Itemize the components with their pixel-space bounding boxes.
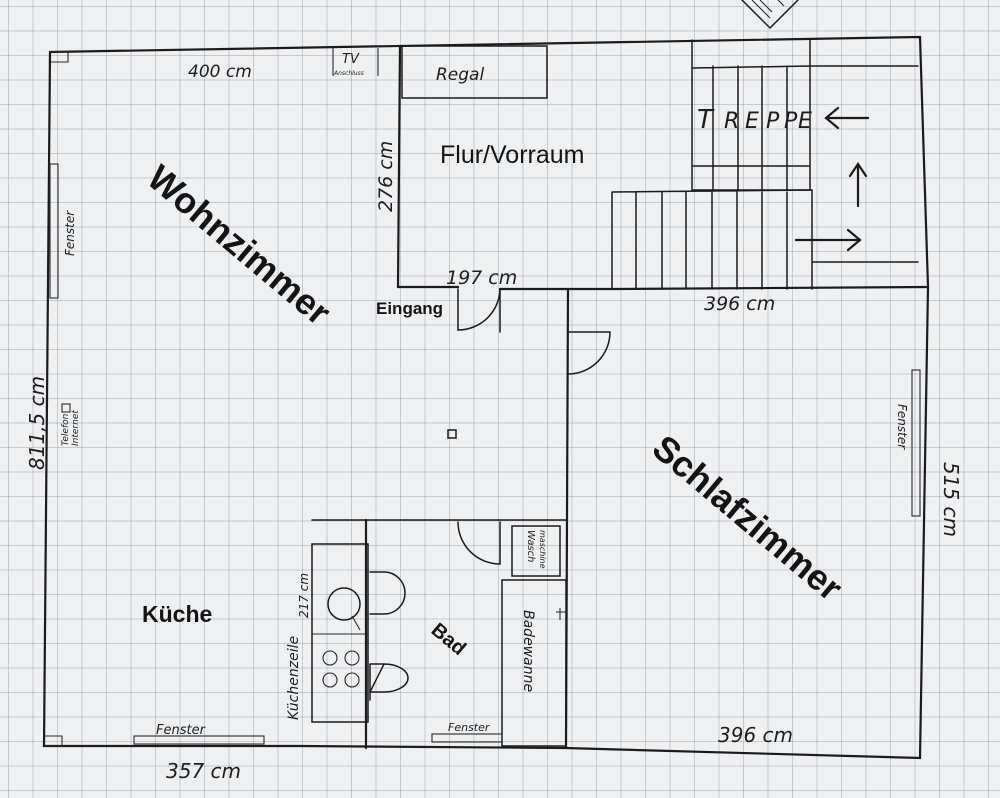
- label-treppe-p2: P: [784, 109, 798, 134]
- cooktop-burner: [344, 650, 360, 666]
- fenster-wohnzimmer-left: [49, 163, 59, 299]
- label-treppe-e: E: [745, 109, 759, 134]
- arrow-left-icon: [824, 106, 870, 130]
- dim-flur-width: 197 cm: [446, 267, 517, 289]
- north-marker: [741, 0, 799, 30]
- corner-mark-tl: [50, 51, 69, 63]
- label-fenster-left: Fenster: [63, 210, 77, 256]
- cooktop-burner: [322, 672, 338, 688]
- waschmaschine-box: [511, 525, 561, 577]
- label-wasch-2: maschine: [538, 530, 547, 569]
- bad-sink-icon: [369, 571, 406, 615]
- flur-wall-left: [396, 44, 402, 289]
- cooktop-burner: [322, 650, 338, 666]
- tv-marker: [332, 48, 379, 76]
- dim-bottom-right: 396 cm: [718, 723, 793, 747]
- label-tv-2: Anschluss: [333, 70, 364, 77]
- dim-left-height: 811,5 cm: [25, 376, 49, 470]
- fenster-bad-bottom: [431, 733, 503, 743]
- label-treppe-r: R: [724, 109, 739, 134]
- bad-door-icon: [457, 521, 501, 565]
- dim-right-height: 515 cm: [939, 462, 963, 537]
- telefon-socket-icon: [61, 403, 71, 413]
- fenster-schlafzimmer-right: [911, 369, 921, 517]
- room-label-wohnzimmer: Wohnzimmer: [140, 157, 339, 333]
- kitchen-sink-tap: [351, 615, 361, 631]
- badewanne-tap: [556, 608, 566, 620]
- dim-wohn-top: 400 cm: [188, 62, 252, 82]
- toilet-icon: [368, 663, 409, 701]
- dim-flur-height: 276 cm: [375, 141, 397, 212]
- label-treppe-p1: P: [766, 109, 780, 134]
- label-telefon-2: Internet: [71, 410, 81, 446]
- label-fenster-kueche: Fenster: [156, 723, 207, 738]
- dim-kuechenzeile: 217 cm: [297, 573, 311, 618]
- kitchen-sink-icon: [327, 587, 361, 621]
- label-kuechenzeile: Küchenzeile: [286, 636, 302, 720]
- ceiling-light-icon: [447, 429, 457, 439]
- flur-wall-bottom: [396, 285, 930, 291]
- cooktop-burner: [344, 672, 360, 688]
- arrow-up-icon: [848, 162, 868, 208]
- label-fenster-bad: Fenster: [448, 721, 491, 734]
- label-telefon-1: Telefon: [61, 413, 71, 446]
- label-regal: Regal: [436, 65, 484, 85]
- room-label-eingang: Eingang: [376, 299, 443, 318]
- label-badewanne: Badewanne: [520, 610, 536, 692]
- fenster-kueche-bottom: [133, 735, 265, 745]
- label-tv-1: TV: [342, 52, 360, 67]
- regal-shelf: [401, 45, 548, 99]
- eingang-door-icon: [457, 288, 501, 331]
- outer-wall: [42, 35, 930, 760]
- label-wasch-1: Wasch: [525, 530, 536, 563]
- room-label-flur: Flur/Vorraum: [440, 141, 584, 169]
- label-treppe-t: T: [697, 105, 715, 135]
- badewanne-box: [501, 579, 567, 747]
- dim-stair-width: 396 cm: [704, 293, 775, 315]
- corner-mark-bl: [44, 735, 63, 747]
- dim-bottom-left: 357 cm: [166, 759, 241, 783]
- stairs-lower: [611, 189, 919, 290]
- bedroom-door-icon: [567, 331, 611, 375]
- kuechenzeile-counter: [311, 543, 369, 723]
- label-treppe-e2: E: [798, 109, 812, 134]
- room-label-schlafzimmer: Schlafzimmer: [645, 427, 851, 609]
- room-label-kueche: Küche: [142, 601, 212, 627]
- north-marker-hatch: [751, 0, 785, 19]
- room-label-bad: Bad: [427, 619, 470, 660]
- label-fenster-right: Fenster: [895, 404, 909, 450]
- arrow-right-icon: [794, 228, 862, 252]
